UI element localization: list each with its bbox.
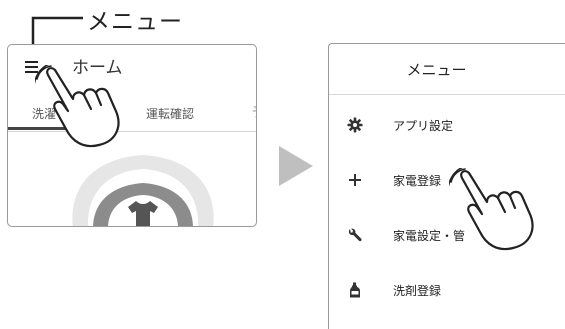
plus-icon bbox=[349, 174, 361, 186]
menu-item-label: 家電設定・管 bbox=[393, 229, 466, 243]
page-title: ホーム bbox=[72, 58, 123, 78]
menu-divider bbox=[329, 94, 565, 95]
gear-icon bbox=[347, 117, 363, 133]
callout-label: メニュー bbox=[87, 9, 183, 35]
menu-item-label: 洗剤登録 bbox=[393, 284, 442, 298]
callout-line bbox=[31, 16, 83, 50]
tabs-divider bbox=[8, 131, 256, 132]
menu-item-register-detergent[interactable]: 洗剤登録 bbox=[329, 268, 565, 318]
detergent-bottle-icon bbox=[350, 282, 360, 298]
navigation-menu: メニュー アプリ設定 家電登録 家電設定・管 bbox=[328, 43, 565, 329]
wrench-icon bbox=[348, 228, 362, 242]
menu-item-label: 家電登録 bbox=[393, 174, 442, 188]
home-screen: ホーム 洗濯 運転確認 予 bbox=[7, 44, 257, 227]
washer-shirt-illustration bbox=[72, 155, 214, 226]
menu-item-register-appliance[interactable]: 家電登録 bbox=[329, 158, 565, 208]
hamburger-menu-icon[interactable] bbox=[25, 58, 43, 76]
transition-arrow-icon bbox=[279, 146, 313, 186]
tab-more[interactable]: 予 bbox=[252, 103, 256, 120]
active-tab-indicator bbox=[8, 127, 116, 130]
tab-operation-status[interactable]: 運転確認 bbox=[146, 107, 195, 121]
menu-item-app-settings[interactable]: アプリ設定 bbox=[329, 103, 565, 153]
tab-wash[interactable]: 洗濯 bbox=[32, 107, 57, 121]
menu-item-label: アプリ設定 bbox=[393, 119, 454, 133]
menu-item-appliance-settings[interactable]: 家電設定・管 bbox=[329, 213, 565, 263]
menu-title: メニュー bbox=[406, 61, 467, 79]
